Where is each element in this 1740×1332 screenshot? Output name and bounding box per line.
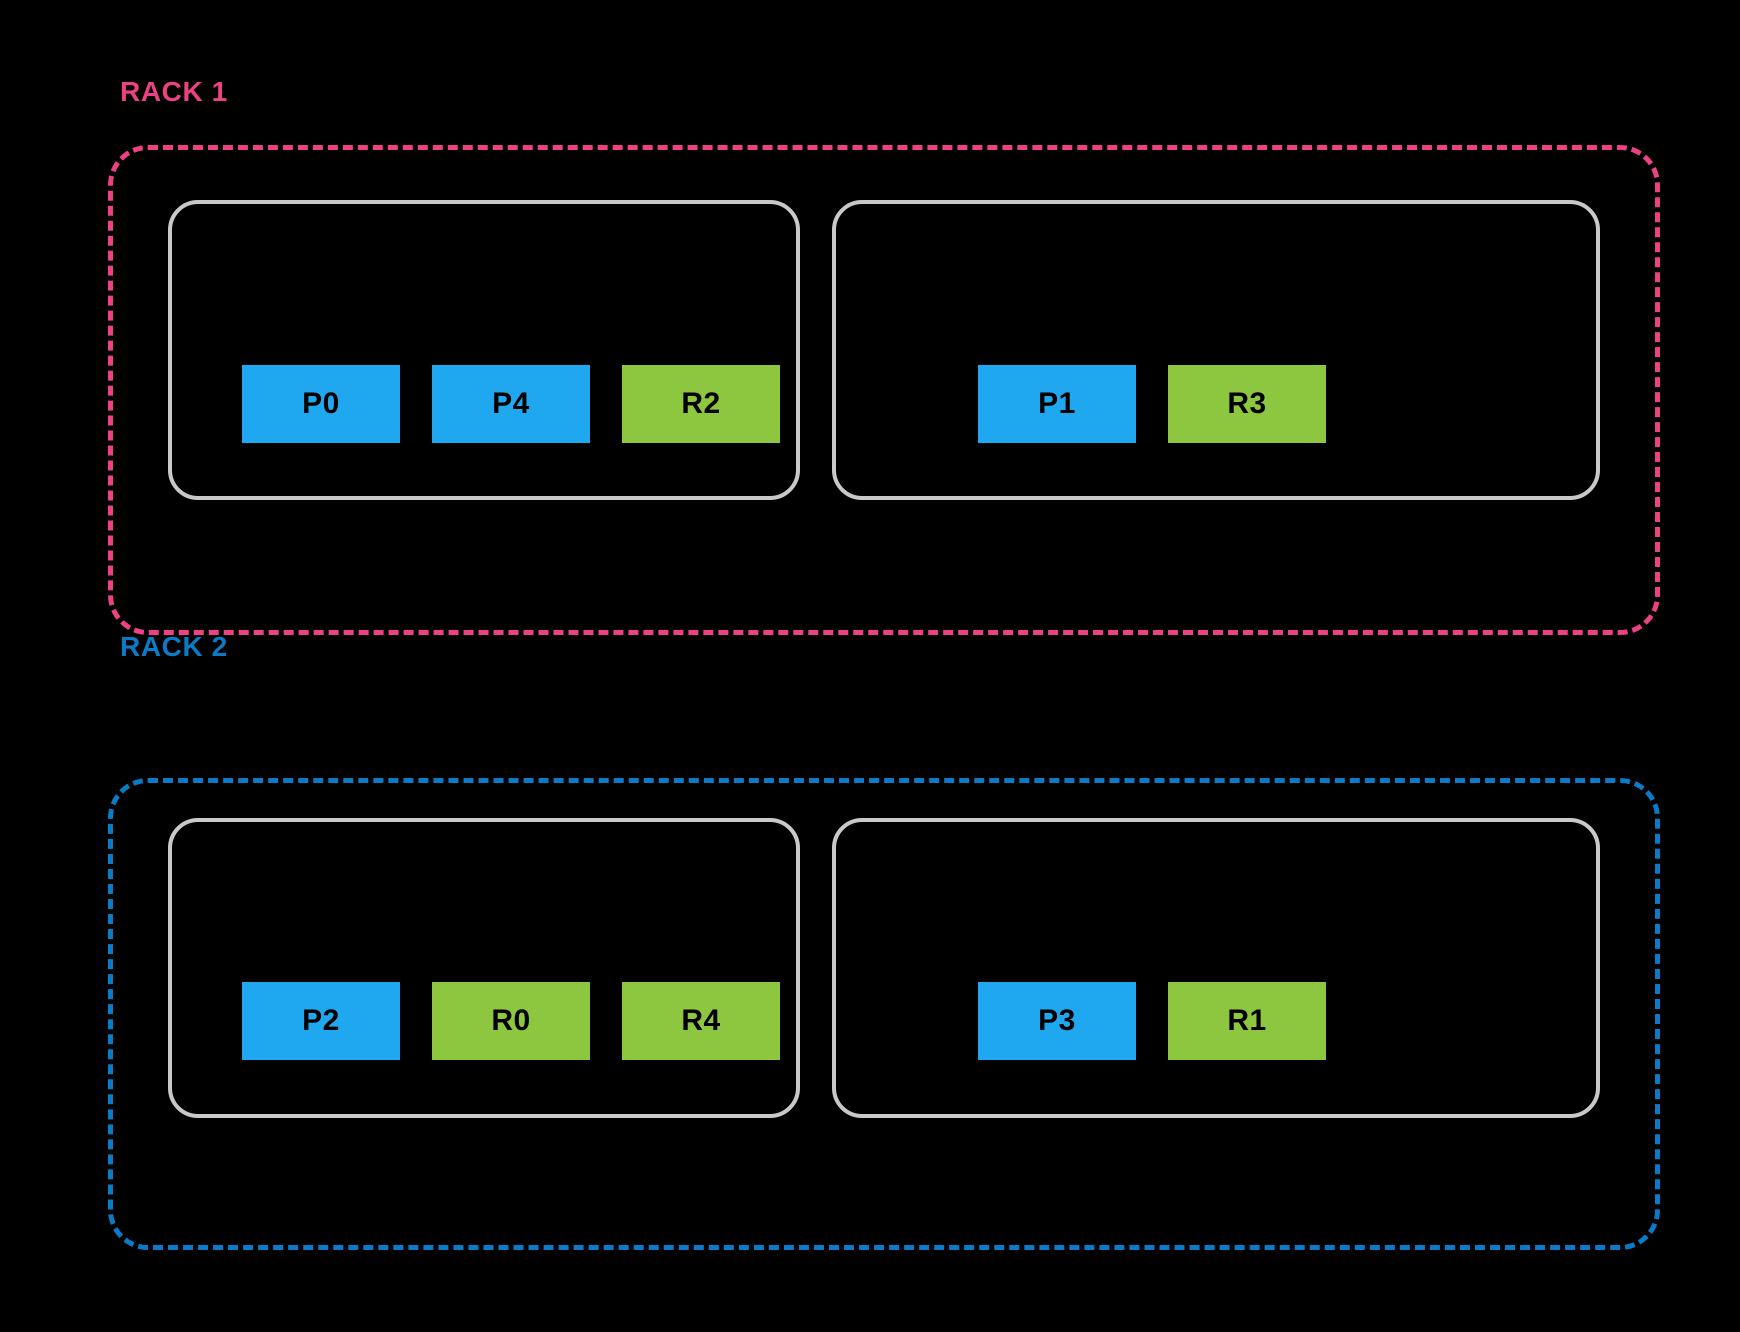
chip-replica-r0: R0 — [432, 982, 590, 1060]
chip-partition-p0: P0 — [242, 365, 400, 443]
chip-replica-r4: R4 — [622, 982, 780, 1060]
rack-1-host-1 — [168, 200, 800, 500]
rack-2-label: RACK 2 — [120, 631, 228, 662]
chip-replica-r3: R3 — [1168, 365, 1326, 443]
chip-partition-p4: P4 — [432, 365, 590, 443]
chip-replica-r1: R1 — [1168, 982, 1326, 1060]
rack-2-boundary — [108, 778, 1660, 1250]
chip-partition-p3: P3 — [978, 982, 1136, 1060]
rack-2-host-2 — [832, 818, 1600, 1118]
rack-2-host-1 — [168, 818, 800, 1118]
chip-partition-p2: P2 — [242, 982, 400, 1060]
chip-replica-r2: R2 — [622, 365, 780, 443]
rack-1-label: RACK 1 — [120, 76, 228, 107]
rack-1-host-2 — [832, 200, 1600, 500]
chip-partition-p1: P1 — [978, 365, 1136, 443]
rack-1-boundary — [108, 145, 1660, 635]
